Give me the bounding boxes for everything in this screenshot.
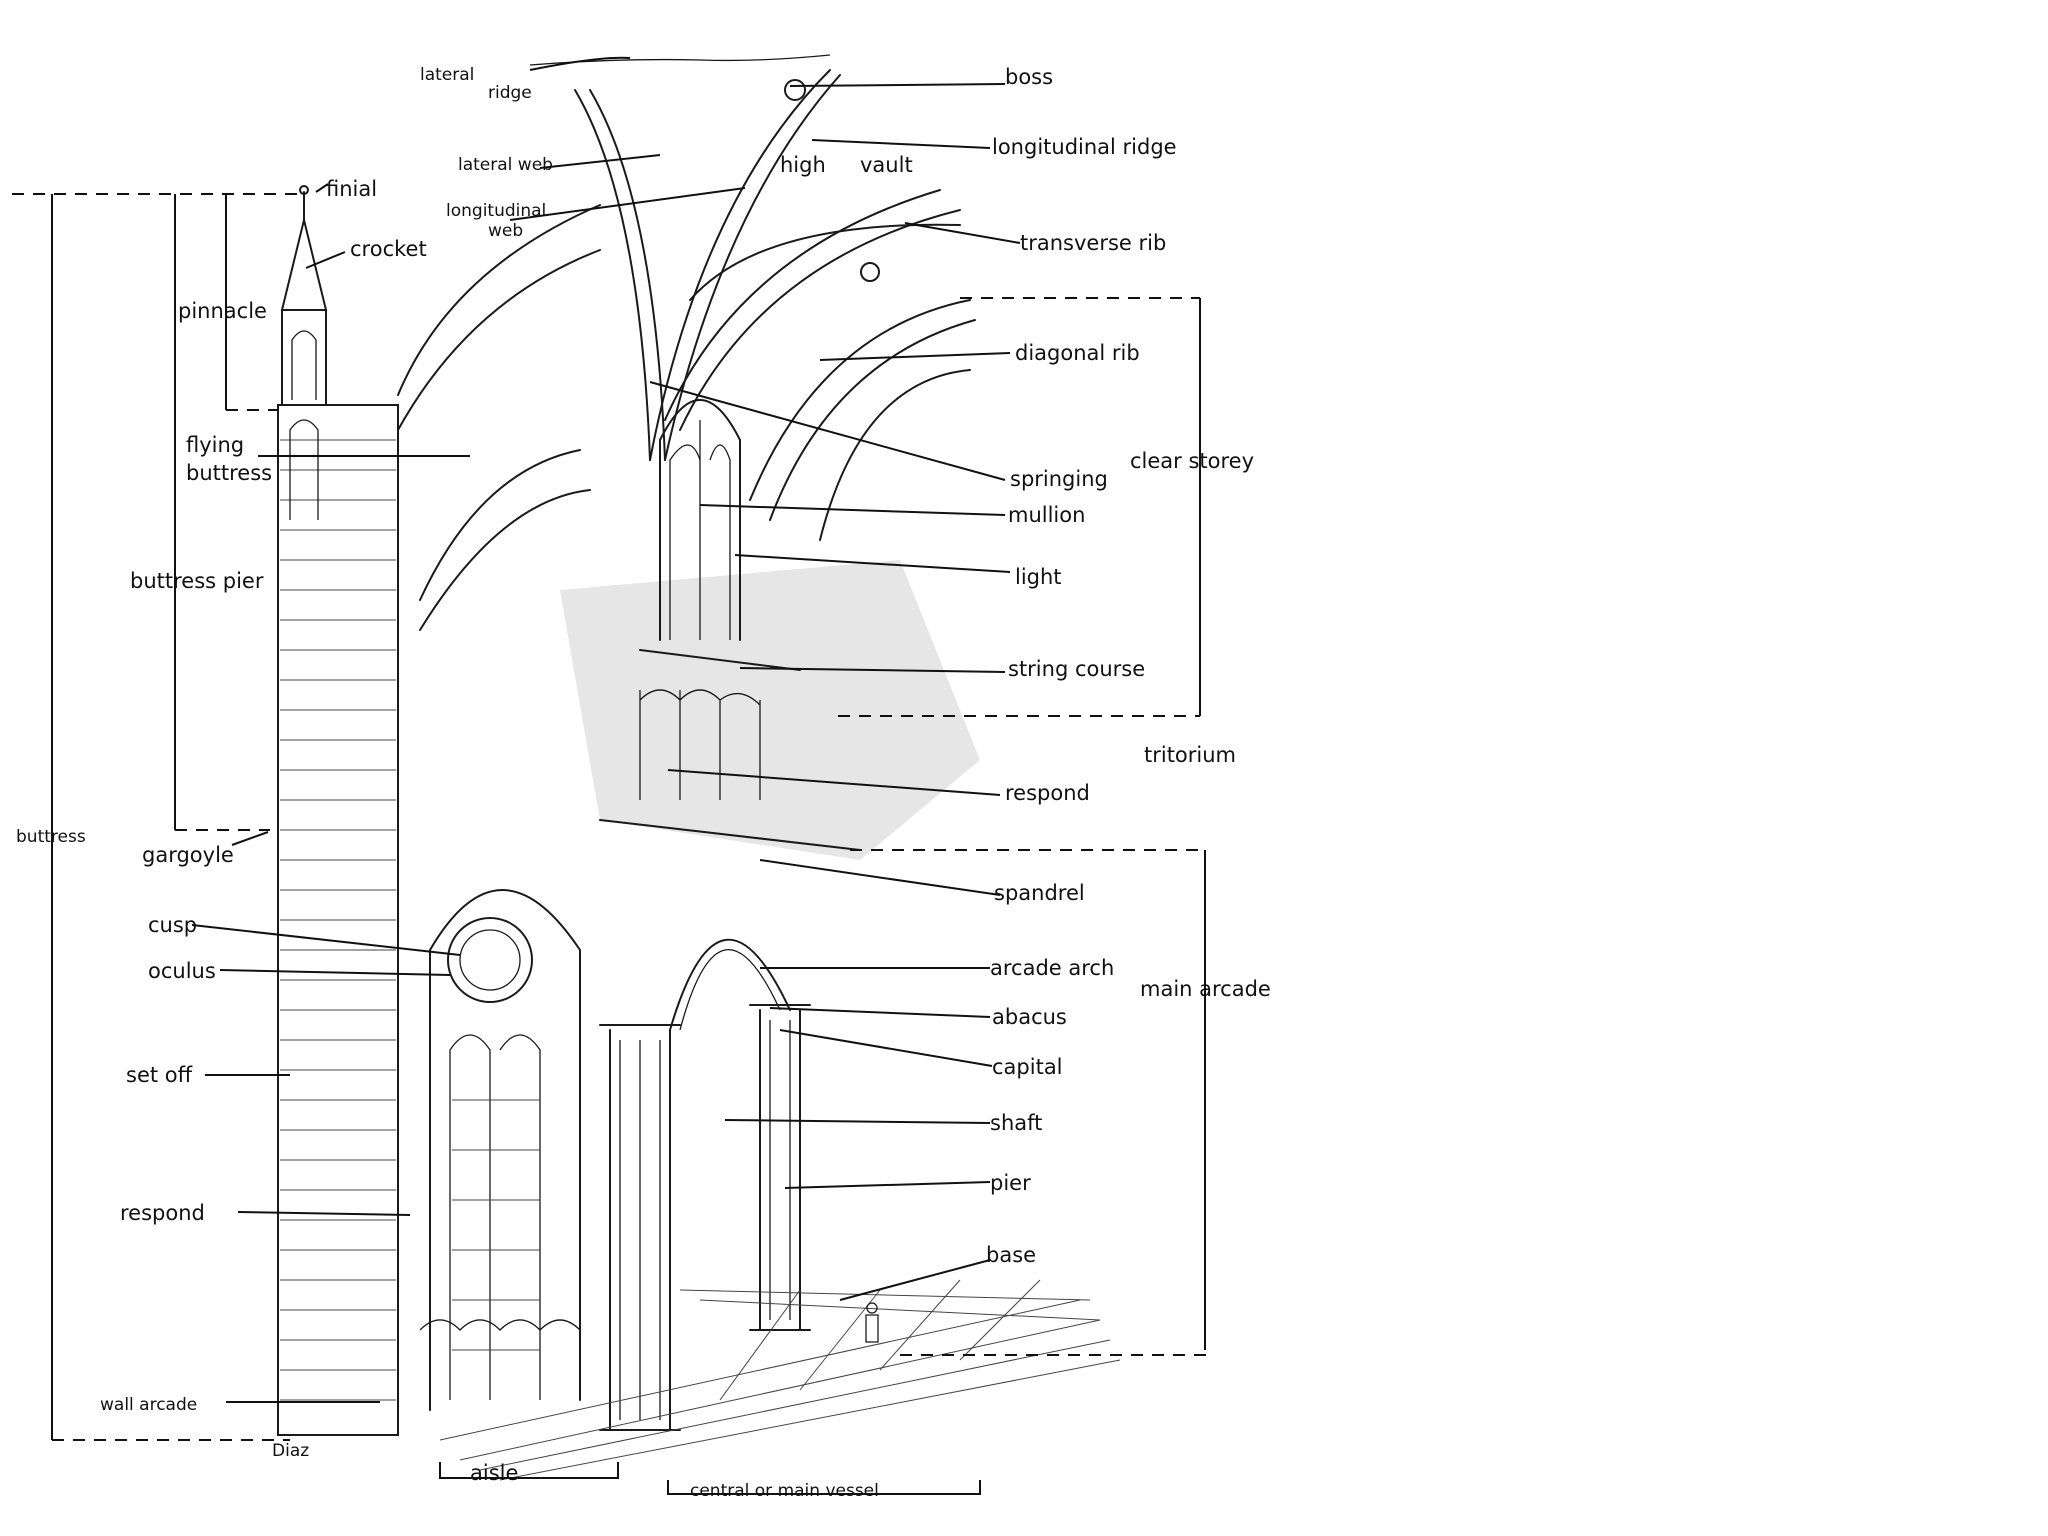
label-high-vault-line2: vault <box>860 153 913 177</box>
label-longitudinal-web-line2: web <box>488 221 523 241</box>
label-string-course: string course <box>1008 657 1145 681</box>
human-figure <box>865 1302 879 1343</box>
main-arcade <box>599 938 811 1431</box>
label-springing: springing <box>1010 467 1108 491</box>
clerestory-windows <box>639 399 801 671</box>
label-main-arcade: main arcade <box>1140 977 1271 1001</box>
label-finial: finial <box>326 177 377 201</box>
vault-ribs <box>529 54 976 541</box>
central-vessel-bracket <box>667 1480 981 1495</box>
label-high-vault-line1: high <box>780 153 826 177</box>
label-spandrel: spandrel <box>994 881 1085 905</box>
label-central-vessel: central or main vessel <box>690 1481 879 1501</box>
label-aisle: aisle <box>470 1461 518 1485</box>
label-oculus: oculus <box>148 959 216 983</box>
label-mullion: mullion <box>1008 503 1085 527</box>
dimension-lines <box>12 193 1210 1495</box>
labels: lateral ridge boss longitudinal ridge la… <box>16 65 1271 1501</box>
label-boss: boss <box>1005 65 1053 89</box>
aisle-bracket <box>439 1462 619 1479</box>
label-set-off: set off <box>126 1063 193 1087</box>
label-shaft: shaft <box>990 1111 1042 1135</box>
label-respond-lower: respond <box>120 1201 205 1225</box>
aisle-window <box>419 889 581 1411</box>
label-gargoyle: gargoyle <box>142 843 234 867</box>
buttress-tower <box>277 185 399 1436</box>
triforium <box>599 689 861 851</box>
label-lateral-ridge-line1: lateral <box>420 65 474 85</box>
signature-text: Diaz <box>272 1441 309 1461</box>
label-light: light <box>1015 565 1062 589</box>
label-pinnacle: pinnacle <box>178 299 267 323</box>
label-wall-arcade: wall arcade <box>100 1395 197 1415</box>
label-clear-storey: clear storey <box>1130 449 1254 473</box>
label-flying-buttress-line2: buttress <box>186 461 272 485</box>
label-transverse-rib: transverse rib <box>1020 231 1166 255</box>
label-cusp: cusp <box>148 913 197 937</box>
label-longitudinal-ridge: longitudinal ridge <box>992 135 1177 159</box>
label-diagonal-rib: diagonal rib <box>1015 341 1140 365</box>
label-crocket: crocket <box>350 237 427 261</box>
flying-buttresses <box>397 204 601 631</box>
label-buttress: buttress <box>16 827 86 847</box>
label-buttress-pier: buttress pier <box>130 569 264 593</box>
label-lateral-ridge-line2: ridge <box>488 83 532 103</box>
shade-area <box>560 560 980 860</box>
label-base: base <box>986 1243 1036 1267</box>
label-longitudinal-web-line1: longitudinal <box>446 201 546 221</box>
label-tritorium: tritorium <box>1144 743 1236 767</box>
label-respond-upper: respond <box>1005 781 1090 805</box>
leader-lines <box>191 56 1021 1403</box>
label-abacus: abacus <box>992 1005 1067 1029</box>
label-capital: capital <box>992 1055 1063 1079</box>
label-flying-buttress-line1: flying <box>186 433 244 457</box>
label-lateral-web: lateral web <box>458 155 553 175</box>
label-pier: pier <box>990 1171 1031 1195</box>
label-arcade-arch: arcade arch <box>990 956 1114 980</box>
floor-grid <box>439 1279 1121 1481</box>
